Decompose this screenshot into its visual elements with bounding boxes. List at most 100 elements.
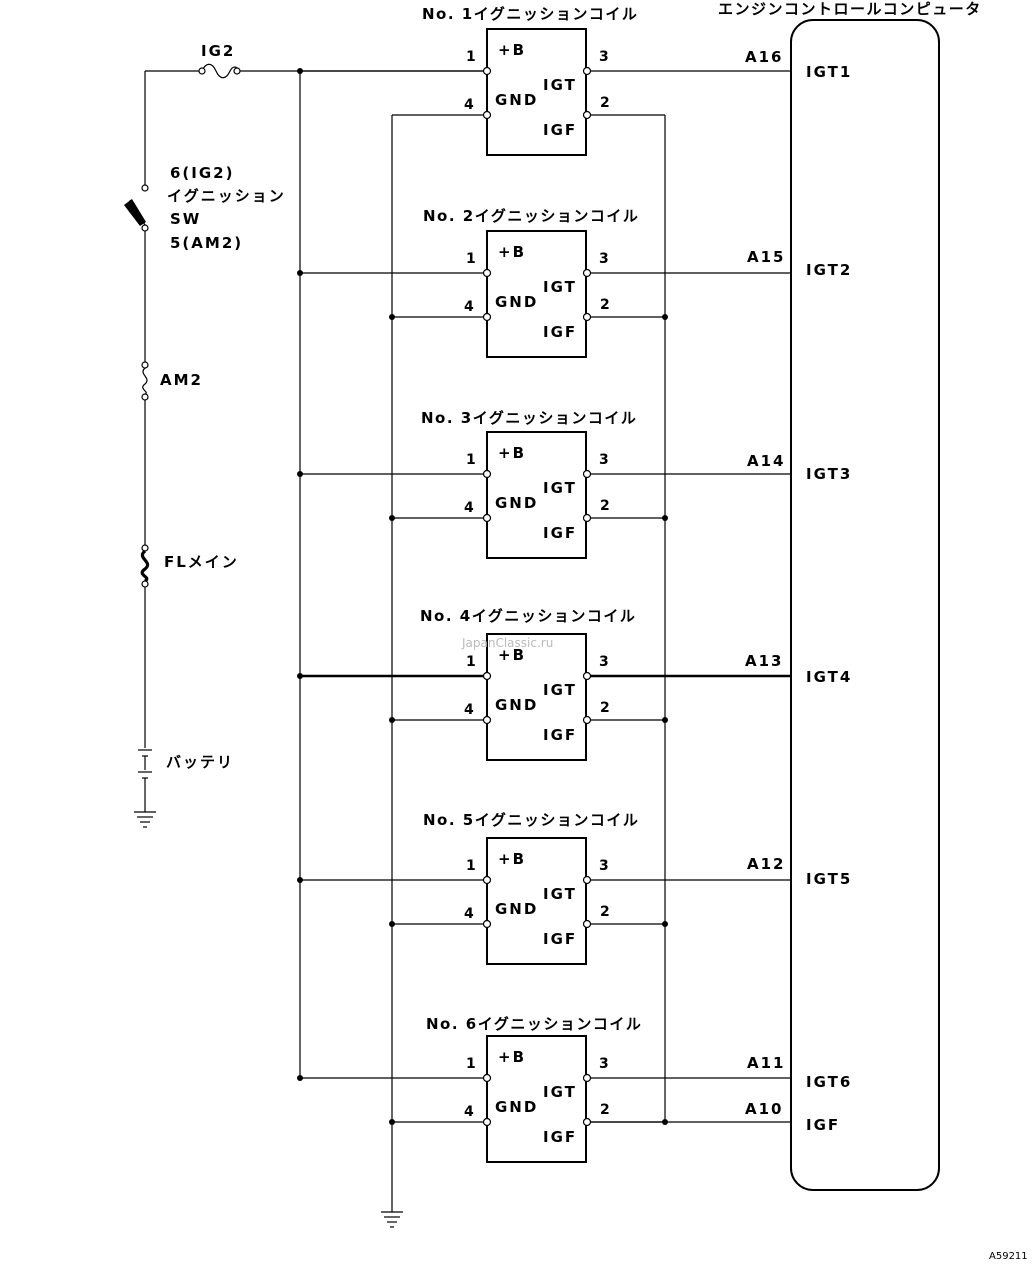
coil-1-pin-3: 3 xyxy=(599,49,609,65)
ecu-pin-igf: IGF xyxy=(806,1116,840,1134)
power-chain xyxy=(124,63,485,828)
coil-6-plus-b-label: +B xyxy=(498,1048,526,1066)
coil-4-terminal-3 xyxy=(582,671,592,681)
coil-5-gnd-label: GND xyxy=(495,900,538,918)
coil-4-pin-2: 2 xyxy=(600,700,610,716)
coil-2-terminal-3 xyxy=(582,268,592,278)
coil-2-terminal-1 xyxy=(482,268,492,278)
coil-6-body xyxy=(486,1035,587,1163)
coil-6-pin-2: 2 xyxy=(600,1102,610,1118)
am2-fuse-label: AM2 xyxy=(160,371,203,389)
coil-2: +B GND IGT IGF 1 4 3 2 xyxy=(297,230,791,358)
coil-4-plus-b-junction xyxy=(297,673,303,679)
coil-5-igf-label: IGF xyxy=(543,930,577,948)
coil-3-pin-3: 3 xyxy=(599,452,609,468)
coil-2-igt-label: IGT xyxy=(543,278,577,296)
coil-5-title: No. 5イグニッションコイル xyxy=(423,811,639,829)
coil-5-pin-1: 1 xyxy=(466,858,476,874)
coil-4-pin-3: 3 xyxy=(599,654,609,670)
ecu-connector-a16: A16 xyxy=(745,48,783,66)
coil-1-terminal-4 xyxy=(482,110,492,120)
ecu-pin-igt1: IGT1 xyxy=(806,63,852,81)
coil-6-title: No. 6イグニッションコイル xyxy=(426,1015,642,1033)
coil-4-terminal-4 xyxy=(482,715,492,725)
ecu-connector-a15: A15 xyxy=(747,248,785,266)
coil-1-pin-1: 1 xyxy=(466,49,476,65)
coil-3-pin-4: 4 xyxy=(464,500,474,516)
coil-4-igf-label: IGF xyxy=(543,726,577,744)
coil-1-terminal-2 xyxy=(582,110,592,120)
coil-6-gnd-label: GND xyxy=(495,1098,538,1116)
coil-5-terminal-3 xyxy=(582,875,592,885)
coil-1-pin-4: 4 xyxy=(464,97,474,113)
switch-terminal-5-label: 5(AM2) xyxy=(170,234,243,252)
coil-2-body xyxy=(486,230,587,358)
coil-6-terminal-3 xyxy=(582,1073,592,1083)
coil-2-pin-3: 3 xyxy=(599,251,609,267)
coil-5-pin-3: 3 xyxy=(599,858,609,874)
coil-6-igf-label: IGF xyxy=(543,1128,577,1146)
coil-2-pin-4: 4 xyxy=(464,299,474,315)
coil-3-title: No. 3イグニッションコイル xyxy=(421,409,637,427)
coil-5-plus-b-label: +B xyxy=(498,850,526,868)
coil-2-pin-1: 1 xyxy=(466,251,476,267)
coil-5-pin-4: 4 xyxy=(464,906,474,922)
coil-4-title: No. 4イグニッションコイル xyxy=(420,607,636,625)
ecu-title: エンジンコントロールコンピュータ xyxy=(718,0,982,18)
coil-2-igf-label: IGF xyxy=(543,323,577,341)
coil-2-plus-b-label: +B xyxy=(498,243,526,261)
watermark: JapanClassic.ru xyxy=(461,636,553,650)
coil-1-gnd-label: GND xyxy=(495,91,538,109)
coil-2-terminal-4 xyxy=(482,312,492,322)
coil-6-pin-1: 1 xyxy=(466,1056,476,1072)
coil-6-igt-label: IGT xyxy=(543,1083,577,1101)
ecu-pin-igt6: IGT6 xyxy=(806,1073,852,1091)
coil-4-igf-junction xyxy=(662,717,668,723)
ig2-fuse-label: IG2 xyxy=(201,42,235,60)
coil-6-terminal-1 xyxy=(482,1073,492,1083)
coil-5-igt-label: IGT xyxy=(543,885,577,903)
ecu-connector-a10: A10 xyxy=(745,1100,783,1118)
ecu-connector-a13: A13 xyxy=(745,652,783,670)
coil-6-terminal-4 xyxy=(482,1117,492,1127)
coil-1-terminal-3 xyxy=(582,66,592,76)
coil-3-plus-b-junction xyxy=(297,471,303,477)
coil-3-gnd-junction xyxy=(389,515,395,521)
coil-4-gnd-label: GND xyxy=(495,696,538,714)
coil-3-gnd-label: GND xyxy=(495,494,538,512)
coil-5-igf-junction xyxy=(662,921,668,927)
coil-5-terminal-2 xyxy=(582,919,592,929)
ecu-pin-igt3: IGT3 xyxy=(806,465,852,483)
coil-4-terminal-2 xyxy=(582,715,592,725)
coil-2-terminal-2 xyxy=(582,312,592,322)
ignition-switch-sw-label: SW xyxy=(170,210,201,228)
coil-4-plus-b-label: +B xyxy=(498,646,526,664)
coil-5-terminal-1 xyxy=(482,875,492,885)
coil-2-gnd-label: GND xyxy=(495,293,538,311)
coil-2-pin-2: 2 xyxy=(600,297,610,313)
ignition-switch-label: イグニッション xyxy=(167,187,286,205)
coil-1-igt-label: IGT xyxy=(543,76,577,94)
coil-3-terminal-1 xyxy=(482,469,492,479)
coil-3-plus-b-label: +B xyxy=(498,444,526,462)
fl-main-label: FLメイン xyxy=(164,553,239,571)
coil-4-terminal-1 xyxy=(482,671,492,681)
coil-5-terminal-4 xyxy=(482,919,492,929)
coil-ground-symbol xyxy=(381,1211,403,1228)
coil-2-plus-b-junction xyxy=(297,270,303,276)
ecu-box xyxy=(790,19,940,1191)
coil-6-gnd-junction xyxy=(389,1119,395,1125)
coil-3-terminal-3 xyxy=(582,469,592,479)
coil-6-igf-junction xyxy=(662,1119,668,1125)
coil-3-igf-label: IGF xyxy=(543,524,577,542)
coil-1-terminal-1 xyxy=(482,66,492,76)
coil-1-pin-2: 2 xyxy=(600,95,610,111)
coil-4-gnd-junction xyxy=(389,717,395,723)
ecu-connector-a12: A12 xyxy=(747,855,785,873)
coil-4-body xyxy=(486,633,587,761)
